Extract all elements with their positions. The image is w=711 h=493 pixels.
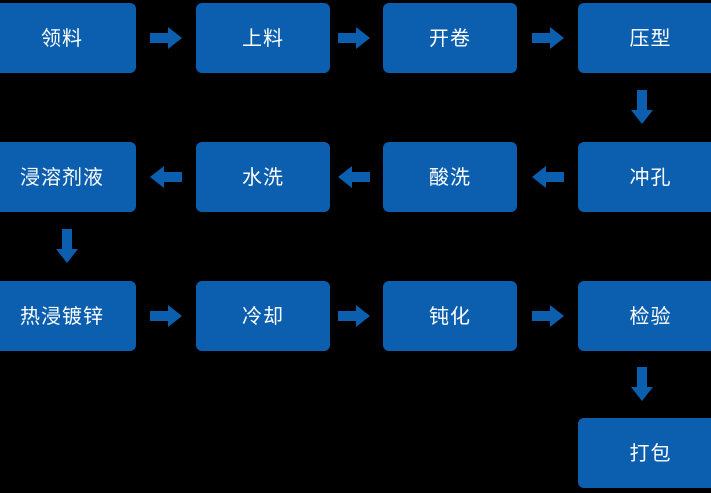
node-label: 压型 <box>629 26 672 50</box>
arrow-right-kaijuan-to-yaxing <box>532 27 564 49</box>
arrow-right-rejinduxin-to-lengque <box>150 305 182 327</box>
node-label: 领料 <box>41 26 83 50</box>
node-label: 酸洗 <box>429 165 471 189</box>
process-node-jinrongjiye[interactable]: 浸溶剂液 <box>0 142 136 212</box>
process-node-dunhua[interactable]: 钝化 <box>383 281 517 351</box>
node-label: 检验 <box>629 304 672 328</box>
process-node-lingliao[interactable]: 领料 <box>0 3 136 73</box>
process-node-suanxi[interactable]: 酸洗 <box>383 142 517 212</box>
process-node-lengque[interactable]: 冷却 <box>196 281 330 351</box>
node-label: 冷却 <box>242 304 284 328</box>
process-node-shuixi[interactable]: 水洗 <box>196 142 330 212</box>
process-node-chongkong[interactable]: 冲孔 <box>578 142 711 212</box>
node-label: 水洗 <box>242 165 284 189</box>
arrow-down-jinrongjiye-to-rejindux in <box>56 229 78 263</box>
process-node-rejinduxin[interactable]: 热浸镀锌 <box>0 281 136 351</box>
process-node-jianyan[interactable]: 检验 <box>578 281 711 351</box>
node-label: 开卷 <box>429 26 471 50</box>
arrow-down-yaxing-to-chongkong <box>631 90 653 124</box>
process-node-dabao[interactable]: 打包 <box>578 418 711 488</box>
arrow-right-lingliao-to-shangliao <box>150 27 182 49</box>
node-label: 钝化 <box>429 304 471 328</box>
node-label: 冲孔 <box>629 165 672 189</box>
arrow-right-shangliao-to-kaijuan <box>338 27 370 49</box>
arrow-down-jianyan-to-dabao <box>631 367 653 401</box>
process-node-shangliao[interactable]: 上料 <box>196 3 330 73</box>
process-node-kaijuan[interactable]: 开卷 <box>383 3 517 73</box>
arrow-left-shuixi-to-jinrongjiye <box>150 166 182 188</box>
arrow-right-lengque-to-dunhua <box>338 305 370 327</box>
process-node-yaxing[interactable]: 压型 <box>578 3 711 73</box>
node-label: 打包 <box>629 441 672 465</box>
node-label: 上料 <box>242 26 284 50</box>
node-label: 热浸镀锌 <box>20 304 104 328</box>
arrow-right-dunhua-to-jianyan <box>532 305 564 327</box>
arrow-left-chongkong-to-suanxi <box>532 166 564 188</box>
arrow-left-suanxi-to-shuixi <box>338 166 370 188</box>
node-label: 浸溶剂液 <box>20 165 104 189</box>
